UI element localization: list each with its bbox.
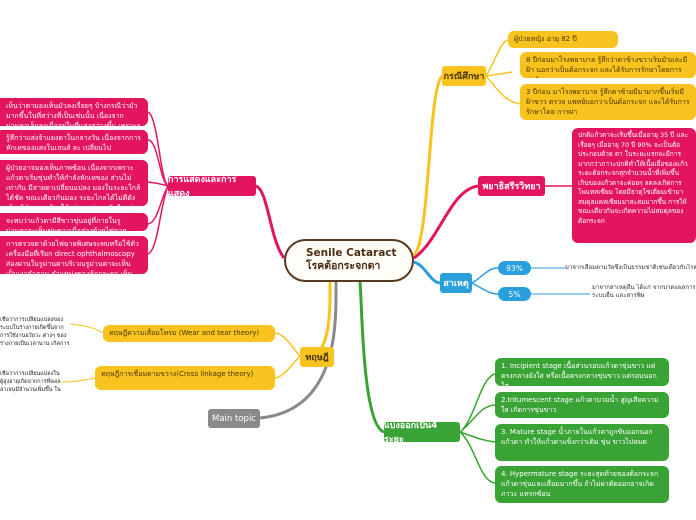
sign-item-3[interactable]: ผู้ป่วยอาจมองเห็นภาพซ้อน เนื่องจากเพราะแ… — [0, 160, 148, 206]
category-pathophysiology[interactable]: พยาธิสรีรวิทยา — [478, 176, 545, 196]
stage-item-2[interactable]: 2.Intumescent stage แก้วตาบวมน้ำ สูญเสีย… — [495, 392, 669, 418]
stage-item-4[interactable]: 4. Hypermature stage ระยะสุดท้ายของต้อกร… — [495, 466, 669, 503]
case-item-2[interactable]: 8 ปีก่อนมาโรงพยาบาล รู้สึกว่าตาข้างขวาเร… — [520, 52, 696, 78]
stage-item-1[interactable]: 1. Incipient stage เนื้อส่วนรอบแก้วตาขุ่… — [495, 358, 669, 386]
sign-item-2[interactable]: รู้สึกว่าแสงจ้าแยงตาในกลางวัน เนื่องจากก… — [0, 130, 148, 154]
stage-item-3[interactable]: 3. Mature stage น้ำภายในแก้วตาถูกขับออกน… — [495, 424, 669, 461]
sign-item-4[interactable]: จะพบว่าแก้วตามีสีขาวขุ่นอยู่ที่ภายในรูม่… — [0, 213, 148, 231]
central-topic-title: Senile Cataract — [306, 247, 397, 259]
case-item-3[interactable]: 3 ปีก่อน มาโรงพยาบาล รู้สึกตาซ้ายมีมามาก… — [520, 84, 696, 120]
cause-text-1: มาจากเสื่อมตามวัยซึ่งเป็นธรรมชาติเช่นเดี… — [565, 264, 696, 271]
sign-item-1[interactable]: เห็นว่าตามองเห็นมัวลงเรื่อยๆ บ้างกรณีว่า… — [0, 98, 148, 126]
cause-text-2: มาจากสาเหตุอื่น ได้แก่ จากบาดแผลการ ระบบ… — [592, 284, 696, 299]
cause-pct-93[interactable]: 93% — [498, 261, 531, 275]
sign-item-5[interactable]: การตรวจตาด้วยไฟฉายพิเศษจะพบหรือใช้ตัวเคร… — [0, 236, 148, 274]
patho-description[interactable]: ปกติแก้วตาจะเริ่มขึ้นเมื่ออายุ 35 ปี และ… — [572, 128, 696, 243]
theory-text-2: เชื่อว่าการเปลี่ยนแปลงในผู้สูงอายุเกิดจา… — [0, 371, 61, 393]
main-topic-node[interactable]: Main topic — [208, 409, 260, 428]
category-cause[interactable]: สาเหตุ — [440, 273, 472, 293]
cause-pct-5[interactable]: 5% — [498, 287, 531, 301]
theory-text-1: เชื่อว่าการเปลี่ยนแปลงของระบบในร่างกายเก… — [0, 317, 70, 347]
category-stages[interactable]: แบ่งออกเป็น4 ระยะ — [384, 422, 460, 442]
case-item-1[interactable]: ผู้ป่วยหญิง อายุ 82 ปี — [508, 31, 618, 48]
theory-item-2[interactable]: ทฤษฎีการเชื่อมตามขวาง(Cross linkage theo… — [95, 366, 275, 390]
category-theory[interactable]: ทฤษฎี — [300, 347, 334, 367]
theory-item-1[interactable]: ทฤษฎีความเสื่อมโทรม (Wear and tear theor… — [103, 325, 275, 342]
category-case-study[interactable]: กรณีศึกษา — [442, 66, 486, 86]
category-signs[interactable]: การแสดงและการแสดง — [168, 176, 256, 196]
central-topic-subtitle: โรคต้อกระจกตา — [306, 260, 381, 272]
central-topic[interactable]: Senile Cataract โรคต้อกระจกตา — [284, 239, 414, 282]
